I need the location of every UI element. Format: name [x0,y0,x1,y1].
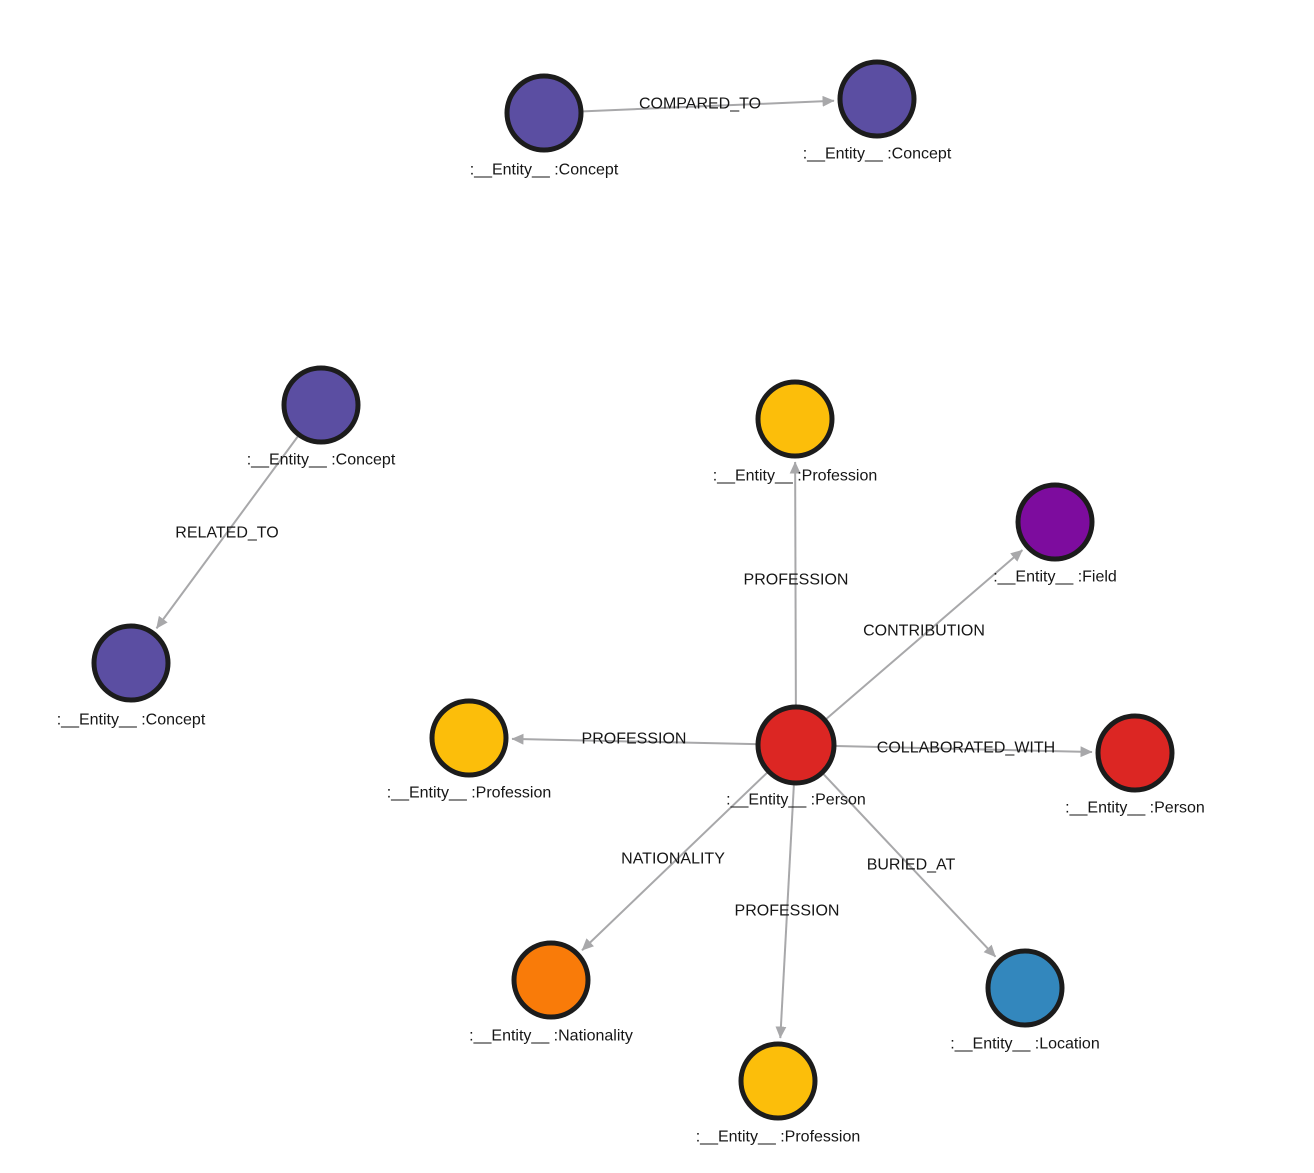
relationship-line[interactable] [822,773,997,958]
node-caption: :__Entity__ :Field [993,569,1117,586]
node-circle[interactable] [91,623,171,703]
relationship-type-label[interactable]: CONTRIBUTION [863,623,985,640]
node-nationality-1[interactable]: :__Entity__ :Nationality [469,940,633,1045]
relationship-line[interactable] [835,744,1093,758]
edge-profession-4[interactable]: PROFESSION [511,731,757,748]
node-circle[interactable] [837,59,917,139]
node-person-2[interactable]: :__Entity__ :Person [1065,713,1205,817]
node-circle[interactable] [429,698,509,778]
node-caption: :__Entity__ :Concept [247,452,396,469]
node-caption: :__Entity__ :Location [950,1036,1099,1053]
relationship-type-label[interactable]: COMPARED_TO [639,96,761,113]
node-caption: :__Entity__ :Concept [803,146,952,163]
node-caption: :__Entity__ :Profession [696,1129,861,1146]
node-profession-3[interactable]: :__Entity__ :Profession [696,1041,861,1146]
node-caption: :__Entity__ :Concept [57,712,206,729]
relationship-line[interactable] [825,549,1024,720]
relationship-line[interactable] [775,784,795,1039]
node-caption: :__Entity__ :Profession [713,468,878,485]
edge-collaborated-with-5[interactable]: COLLABORATED_WITH [835,740,1093,758]
node-location-1[interactable]: :__Entity__ :Location [950,948,1100,1053]
node-circle[interactable] [755,704,837,786]
node-circle[interactable] [1015,482,1095,562]
relationship-type-label[interactable]: RELATED_TO [175,525,278,542]
relationship-type-label[interactable]: BURIED_AT [867,857,956,874]
relationship-line[interactable] [155,435,299,629]
edge-profession-7[interactable]: PROFESSION [735,784,840,1039]
relationship-type-label[interactable]: PROFESSION [735,903,840,920]
relationship-line[interactable] [581,771,768,951]
node-field-1[interactable]: :__Entity__ :Field [993,482,1117,586]
node-person-1[interactable]: :__Entity__ :Person [726,704,866,809]
node-circle[interactable] [1095,713,1175,793]
node-concept-4[interactable]: :__Entity__ :Concept [57,623,206,729]
node-caption: :__Entity__ :Person [726,792,866,809]
node-circle[interactable] [511,940,591,1020]
edge-related-to-1[interactable]: RELATED_TO [155,435,299,629]
relationship-line[interactable] [582,95,835,113]
node-circle[interactable] [504,73,584,153]
node-circle[interactable] [755,379,835,459]
node-profession-1[interactable]: :__Entity__ :Profession [713,379,878,485]
edge-contribution-3[interactable]: CONTRIBUTION [825,549,1024,720]
node-caption: :__Entity__ :Nationality [469,1028,633,1045]
relationship-line[interactable] [511,733,757,746]
node-circle[interactable] [738,1041,818,1121]
nodes-layer: :__Entity__ :Concept :__Entity__ :Concept… [57,59,1205,1146]
edge-profession-2[interactable]: PROFESSION [744,461,849,706]
edge-nationality-6[interactable]: NATIONALITY [581,771,768,951]
node-circle[interactable] [281,365,361,445]
node-concept-3[interactable]: :__Entity__ :Concept [247,365,396,469]
node-caption: :__Entity__ :Person [1065,800,1205,817]
relationship-type-label[interactable]: PROFESSION [582,731,687,748]
edge-buried-at-8[interactable]: BURIED_AT [822,773,997,958]
edge-compared-to-0[interactable]: COMPARED_TO [582,95,835,113]
node-caption: :__Entity__ :Concept [470,162,619,179]
node-caption: :__Entity__ :Profession [387,785,552,802]
node-circle[interactable] [985,948,1065,1028]
relationship-type-label[interactable]: COLLABORATED_WITH [877,740,1055,757]
relationship-type-label[interactable]: PROFESSION [744,572,849,589]
relationships-layer: COMPARED_TO RELATED_TO PROFESSION CONTRIBUT… [155,95,1093,1039]
relationship-type-label[interactable]: NATIONALITY [621,851,725,868]
node-concept-1[interactable]: :__Entity__ :Concept [470,73,619,179]
relationship-line[interactable] [789,461,801,706]
node-profession-2[interactable]: :__Entity__ :Profession [387,698,552,802]
node-concept-2[interactable]: :__Entity__ :Concept [803,59,952,163]
